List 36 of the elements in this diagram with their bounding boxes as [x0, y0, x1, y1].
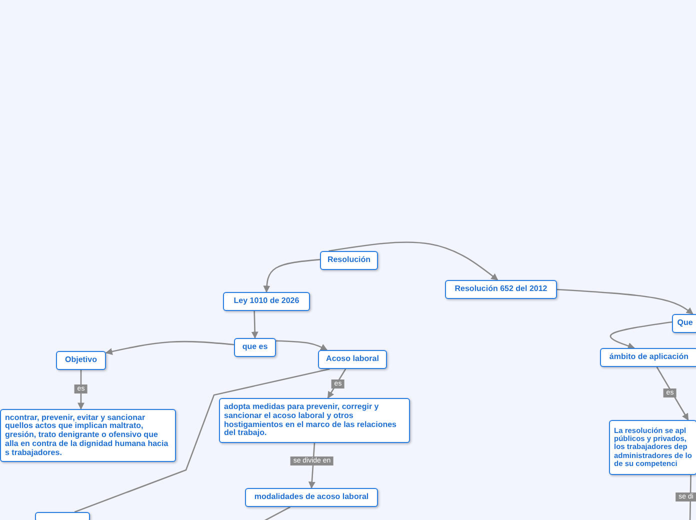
topic-box — [234, 338, 276, 357]
topic-box — [672, 314, 696, 333]
topic-box — [320, 251, 378, 270]
arrow — [77, 370, 84, 410]
arrow — [556, 288, 694, 315]
arrow — [656, 366, 689, 421]
topic-box — [223, 292, 310, 311]
topic-label: Acoso laboral — [326, 355, 379, 364]
arrow — [276, 340, 328, 351]
text-box — [219, 398, 410, 443]
connector-line — [74, 368, 330, 513]
topic-label: ámbito de aplicación — [609, 353, 689, 362]
topic-label: Resolución 652 del 2012 — [454, 285, 548, 294]
topic-box — [318, 350, 387, 369]
description-text: ncontrar, prevenir, evitar y sancionar quellos actos que implican maltrato, gresión, trato denigrante o ofensivo que alla en contra de la dignidad humana hacia s trabajadores. — [5, 414, 170, 458]
topic-label: que es — [242, 343, 268, 352]
description-text: adopta medidas para prevenir, corregir y sancionar el acoso laboral y otros hostigamientos en el marco de las relaciones del trabajo. — [224, 402, 398, 438]
topic-box — [245, 488, 378, 507]
arrow — [105, 340, 234, 355]
topic-label: Resolución — [327, 256, 371, 265]
topic-box — [35, 512, 90, 520]
arrow — [263, 258, 320, 293]
topic-label: Ley 1010 de 2026 — [234, 297, 300, 306]
arrow — [327, 368, 346, 399]
arrow — [328, 242, 498, 281]
text-box — [609, 420, 696, 475]
topic-box — [445, 280, 557, 299]
topic-label: modalidades de acoso laboral — [254, 493, 369, 502]
topic-label: Que — [677, 319, 693, 328]
text-box — [0, 409, 176, 462]
topic-label: Objetivo — [64, 356, 97, 365]
arrow — [251, 310, 258, 339]
connector-line — [689, 474, 692, 520]
topic-box — [56, 351, 106, 370]
arrow — [610, 321, 672, 350]
topic-box — [600, 348, 696, 367]
